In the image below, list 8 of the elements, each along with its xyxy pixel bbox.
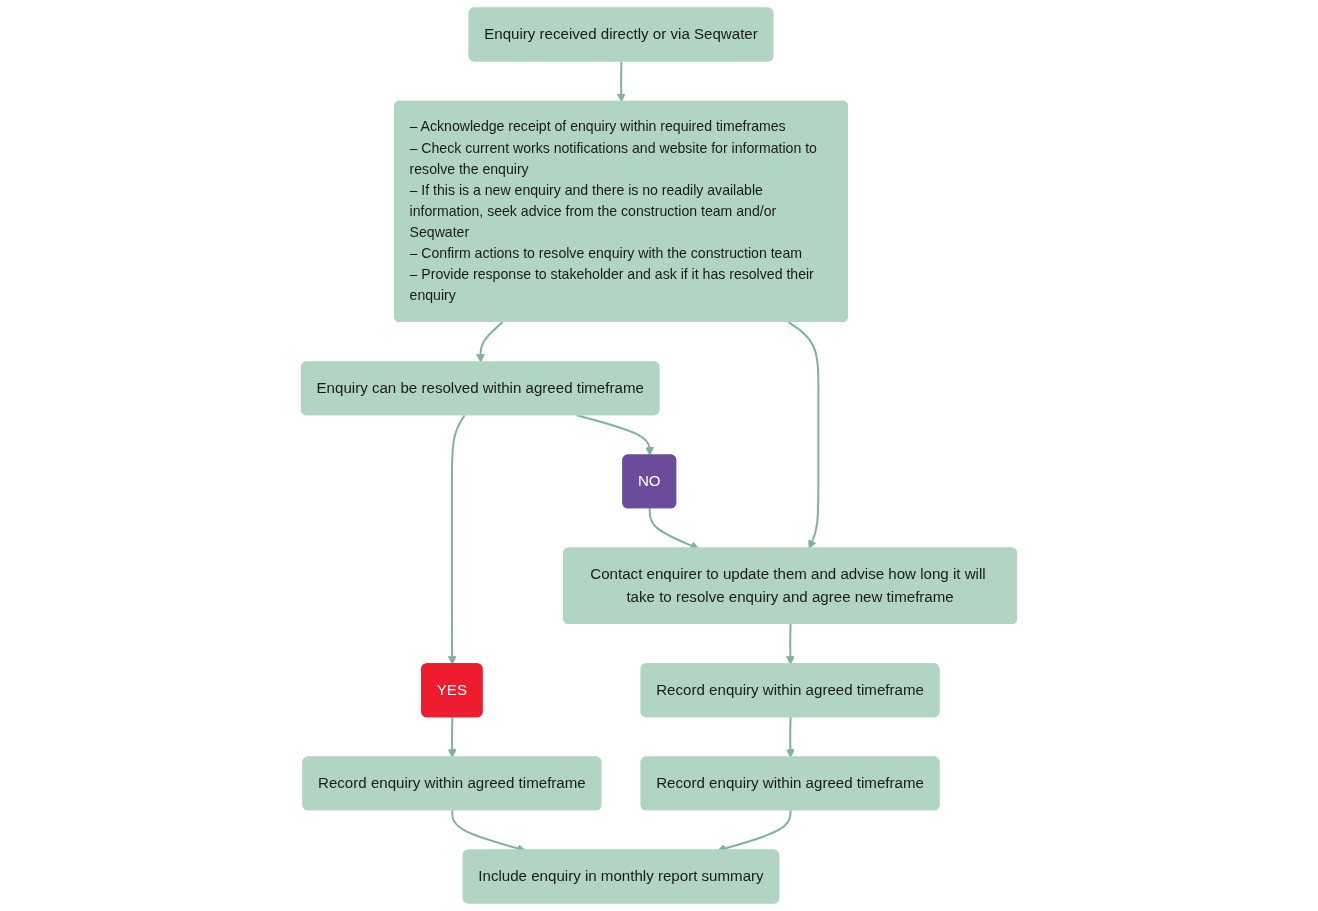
arrow [785,717,795,758]
arrow [576,414,655,456]
arrow [785,624,795,665]
arrow [447,414,466,665]
arrow [447,717,457,758]
arrow [616,61,626,103]
arrow [476,321,504,363]
arrow [787,321,820,549]
